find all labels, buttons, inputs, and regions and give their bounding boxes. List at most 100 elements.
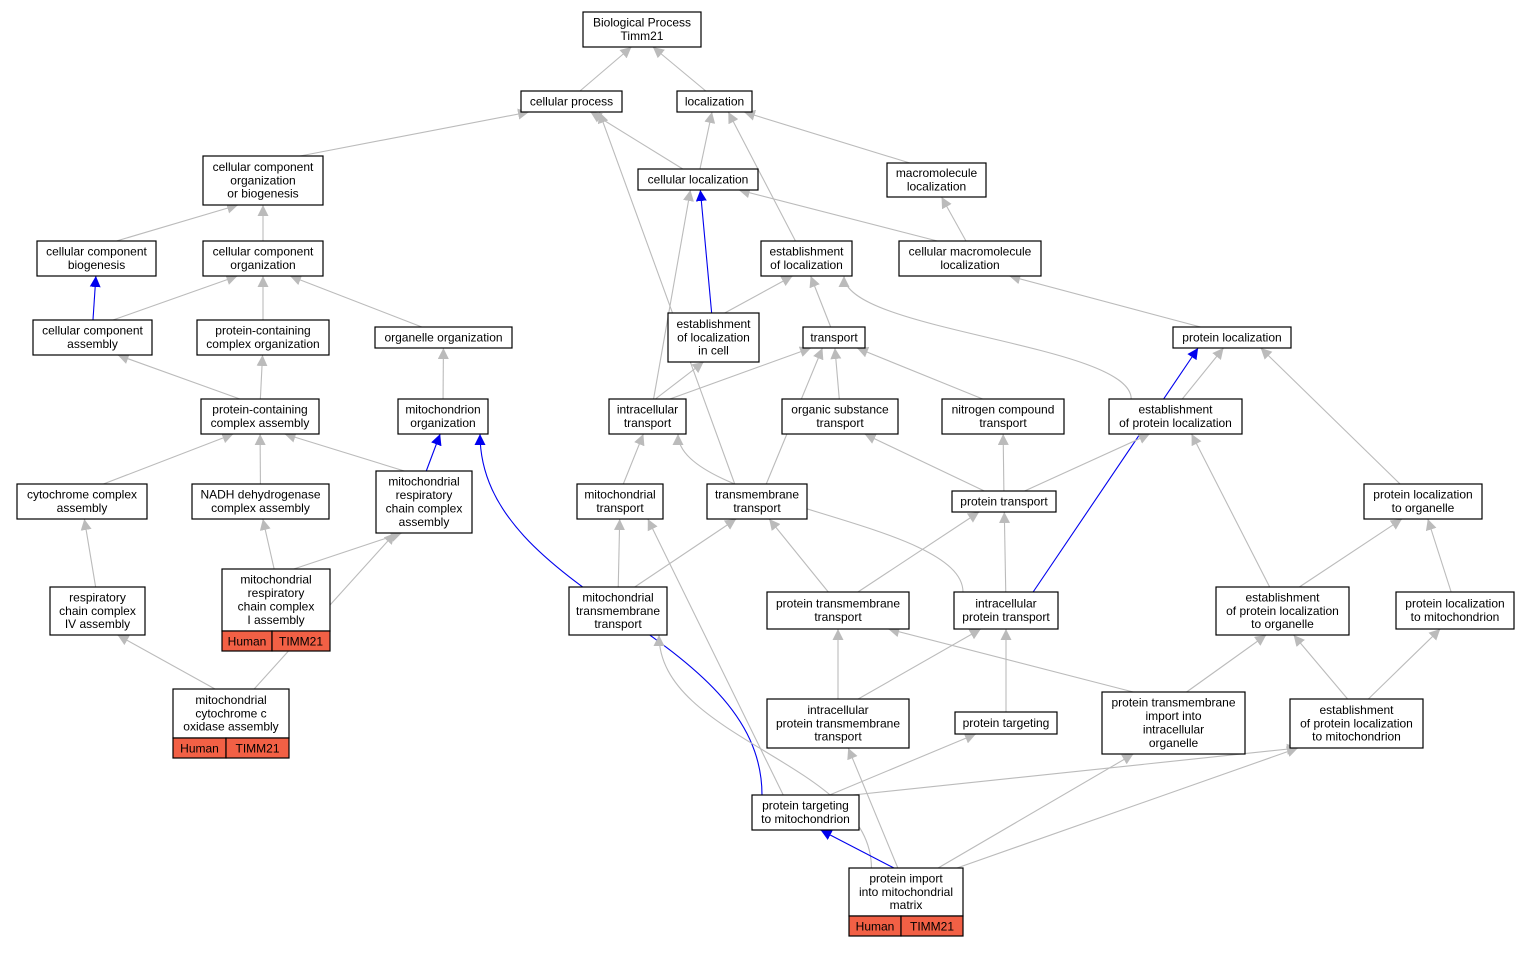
go-term-label-line: oxidase assembly	[183, 720, 278, 734]
go-term-label-line: chain complex	[59, 604, 136, 618]
go-term-label-line: mitochondrial	[195, 693, 266, 707]
graph-edge	[1003, 434, 1004, 491]
go-term-label-line: of protein localization	[1300, 716, 1413, 730]
graph-edge	[1428, 519, 1451, 592]
go-term-node-ptg[interactable]: protein targeting	[955, 712, 1057, 734]
graph-edge	[942, 197, 966, 241]
go-term-label-line: NADH dehydrogenase	[200, 488, 320, 502]
species-annotation-label: Human	[228, 635, 267, 649]
go-term-label-line: organization	[230, 173, 295, 187]
go-term-label-line: Timm21	[621, 29, 664, 43]
go-term-node-loc[interactable]: localization	[677, 91, 752, 112]
go-term-label-line: transmembrane	[576, 604, 660, 618]
go-term-label-line: establishment	[1138, 403, 1213, 417]
graph-edge	[653, 47, 706, 91]
go-term-label-line: matrix	[890, 898, 923, 912]
gene-annotation-label: TIMM21	[910, 920, 954, 934]
go-term-label-line: protein-containing	[212, 403, 307, 417]
go-term-label-line: transport	[594, 617, 642, 631]
gene-annotation-label: TIMM21	[235, 742, 279, 756]
graph-edge	[84, 519, 95, 587]
go-term-label-line: respiratory	[69, 590, 126, 604]
go-term-label-line: establishment	[676, 317, 751, 331]
go-term-label-line: organization	[410, 416, 475, 430]
go-term-node-cp[interactable]: cellular process	[521, 91, 622, 112]
go-term-label-line: protein localization	[1373, 488, 1472, 502]
graph-edge	[1187, 635, 1267, 692]
go-term-label-line: transport	[814, 610, 862, 624]
go-term-node-tr[interactable]: transport	[803, 327, 865, 348]
graph-edge	[263, 519, 274, 569]
go-term-label-line: nitrogen compound	[952, 403, 1055, 417]
go-term-node-oo[interactable]: organelle organization	[375, 327, 512, 348]
go-term-label-line: in cell	[698, 344, 729, 358]
go-term-node-cl[interactable]: cellular localization	[638, 169, 758, 190]
graph-edge	[118, 355, 240, 399]
go-term-label-line: transport	[979, 416, 1027, 430]
go-term-label-line: transmembrane	[715, 488, 799, 502]
go-term-label-line: respiratory	[396, 488, 453, 502]
graph-edge	[744, 112, 910, 163]
go-term-label-line: transport	[816, 416, 864, 430]
graph-edge	[1368, 629, 1440, 699]
go-term-label-line: assembly	[67, 337, 118, 351]
go-term-label-line: localization	[907, 179, 966, 193]
go-term-label-line: to mitochondrion	[1411, 610, 1500, 624]
graph-edge	[1192, 434, 1270, 587]
go-term-label-line: cellular component	[46, 245, 147, 259]
graph-edge	[857, 348, 983, 399]
graph-edge	[858, 629, 981, 699]
graph-edge	[844, 276, 1131, 399]
go-term-label-line: protein import	[869, 871, 943, 885]
go-term-label-line: of protein localization	[1119, 416, 1232, 430]
graph-edge	[655, 362, 703, 399]
go-term-label-line: organization	[230, 258, 295, 272]
go-term-label-line: cytochrome c	[195, 706, 266, 720]
go-term-label-line: mitochondrial	[582, 590, 653, 604]
go-term-label-line: organelle	[1149, 736, 1199, 750]
go-term-label-line: establishment	[769, 245, 844, 259]
graph-edge	[769, 519, 828, 592]
go-term-label-line: intracellular	[617, 403, 678, 417]
graph-edge	[116, 205, 238, 241]
go-term-label-line: assembly	[399, 515, 450, 529]
go-term-node-pt[interactable]: protein transport	[952, 491, 1056, 512]
go-term-node-pl[interactable]: protein localization	[1173, 327, 1291, 348]
go-term-label-line: mitochondrial	[388, 475, 459, 489]
